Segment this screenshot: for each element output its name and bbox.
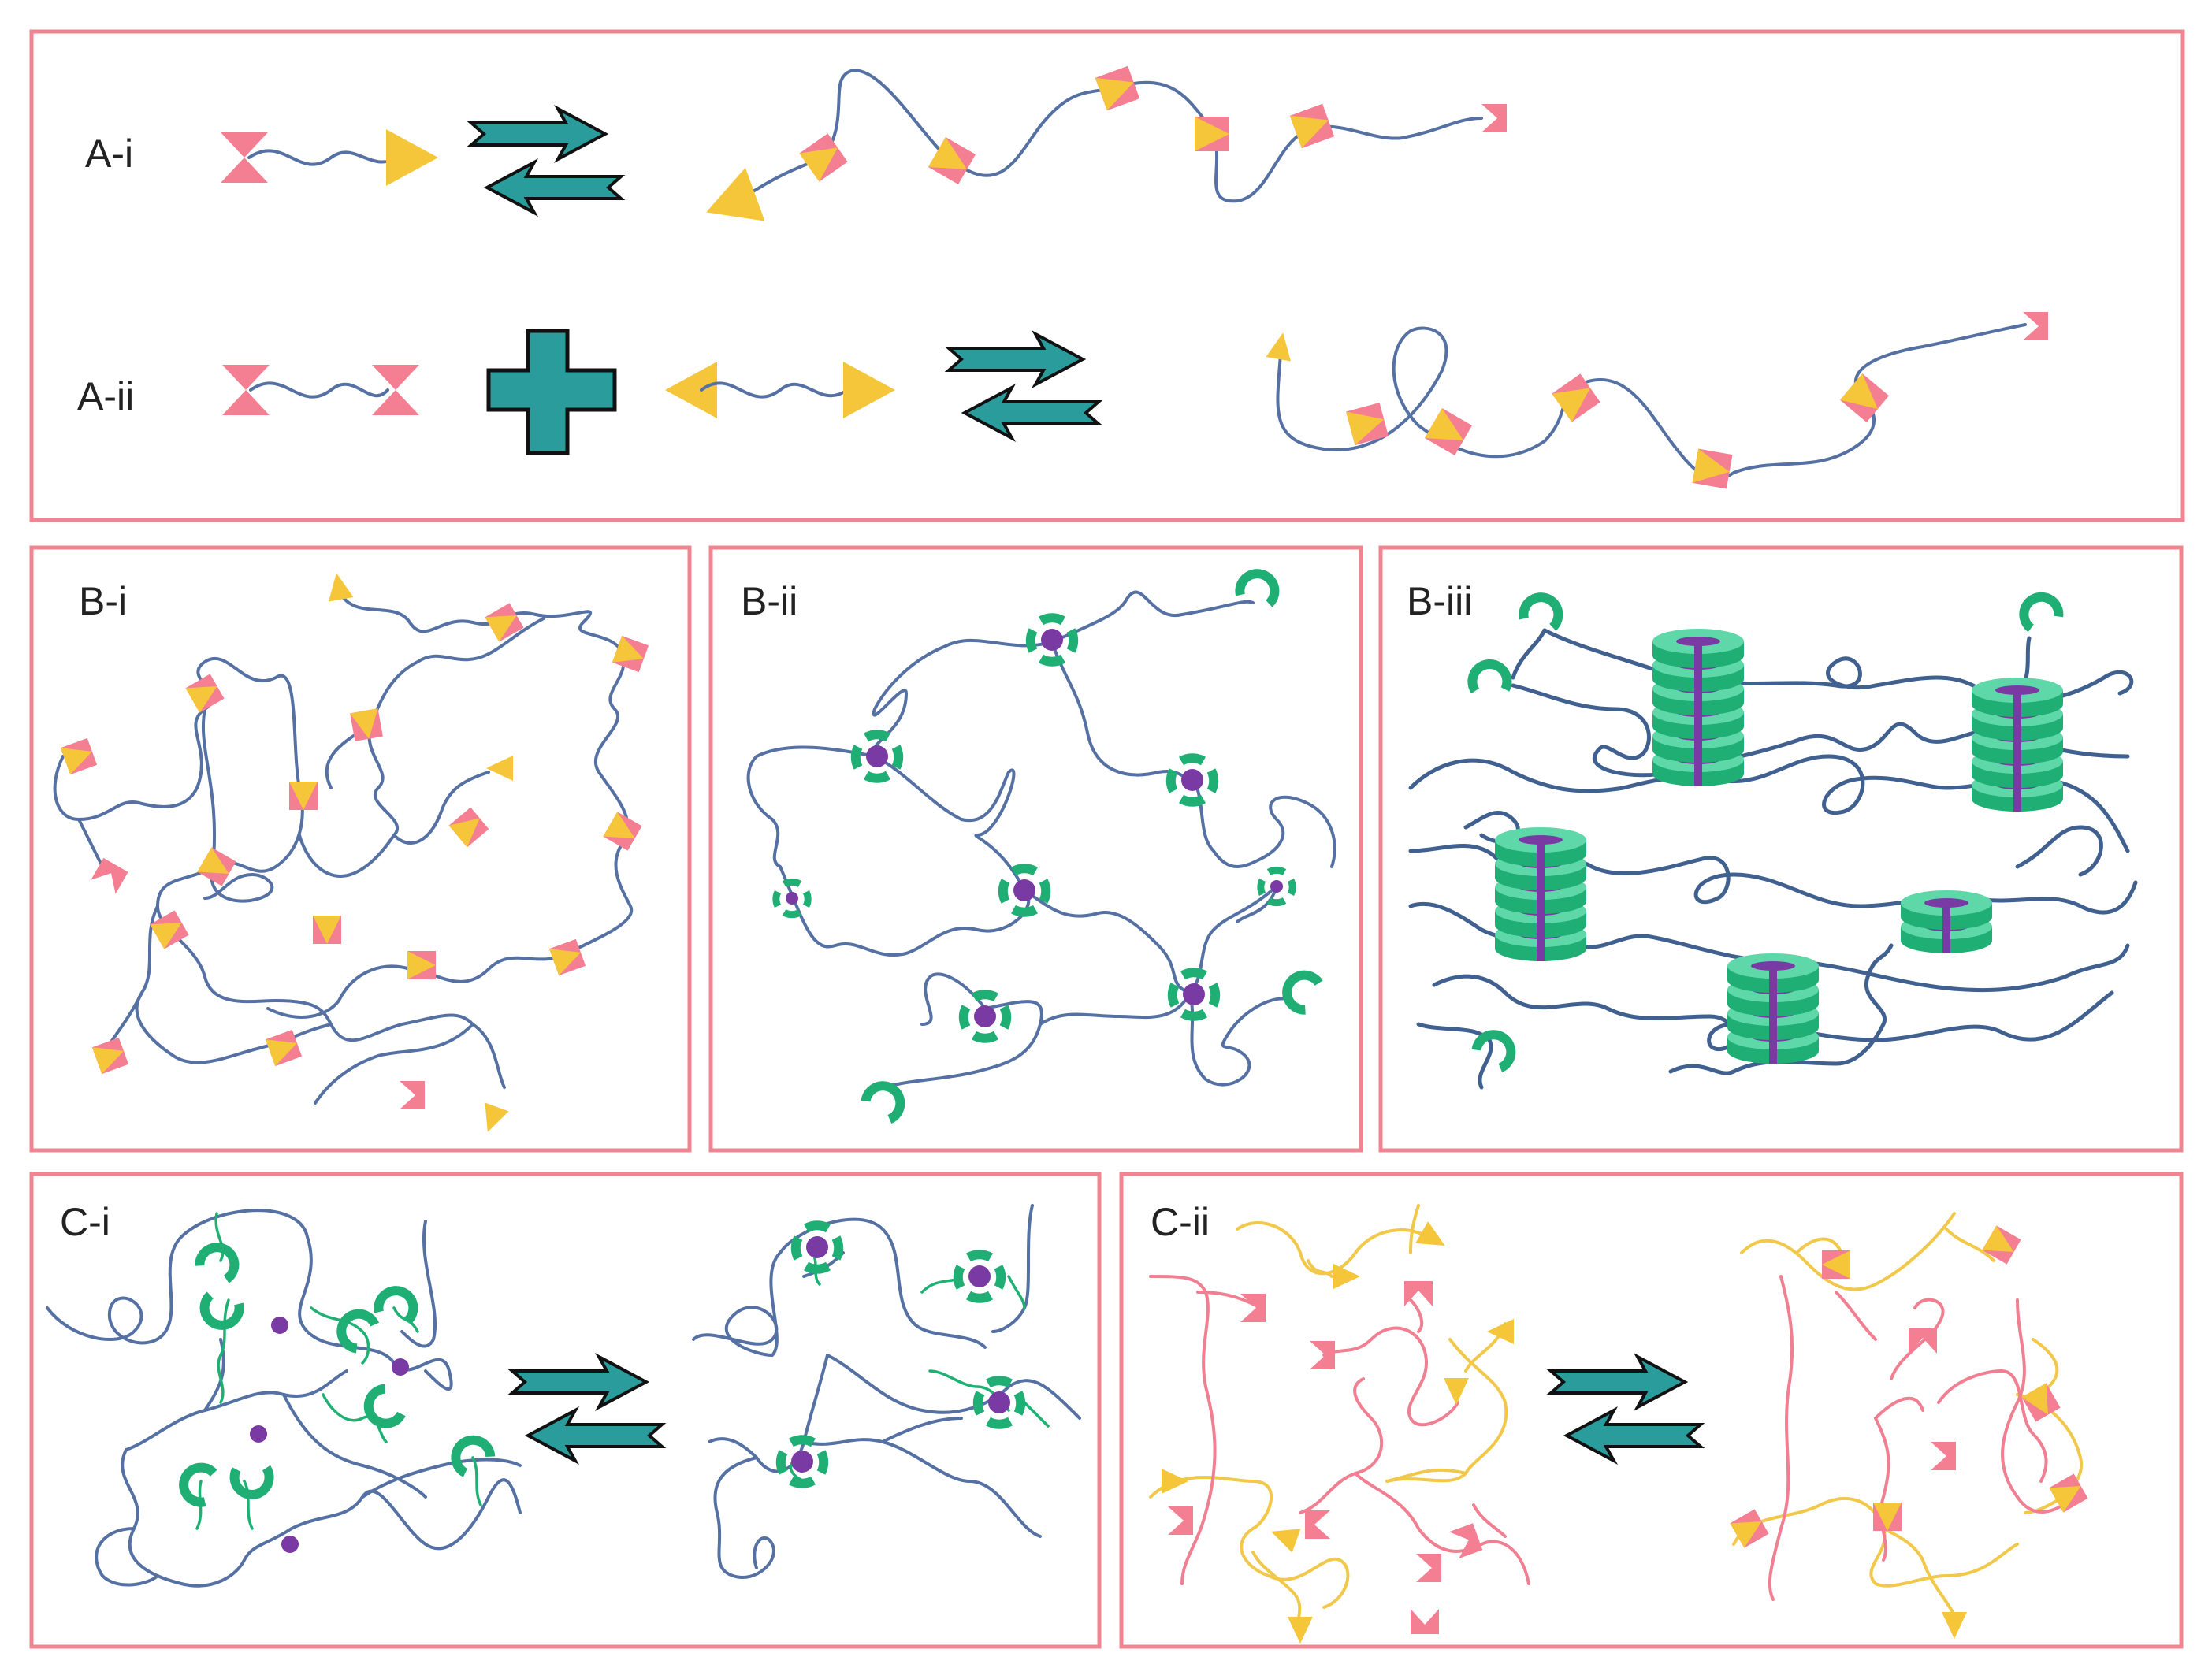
guest-dot-icon (392, 1358, 409, 1376)
label-a-i: A-i (85, 132, 133, 176)
panel-b-i: B-i (29, 545, 692, 1153)
plus-icon (486, 329, 617, 455)
disc-stack-5 (1727, 953, 1819, 1064)
label-b-ii: B-ii (741, 579, 797, 623)
guest-dot-icon (281, 1536, 299, 1553)
linked-end-group-icon (1822, 1250, 1850, 1279)
a-i-monomer (221, 129, 438, 186)
guest-dot-icon (250, 1425, 267, 1443)
panel-a: A-i A-ii (29, 29, 2185, 522)
label-b-i: B-i (79, 579, 127, 623)
label-a-ii: A-ii (77, 374, 134, 418)
panel-c-ii: C-ii (1119, 1172, 2184, 1649)
a-ii-polymer (1266, 312, 2048, 489)
disc-stack-4 (1901, 890, 1992, 953)
label-b-iii: B-iii (1407, 579, 1472, 623)
a-ii-monomer-bowtie (222, 365, 419, 415)
panel-c-i: C-i (29, 1172, 1102, 1649)
label-c-i: C-i (60, 1200, 110, 1244)
guest-dot-icon (271, 1317, 288, 1334)
panel-b-ii: B-ii (708, 545, 1363, 1153)
disc-stack-1 (1652, 629, 1744, 786)
label-c-ii: C-ii (1151, 1200, 1210, 1244)
a-ii-monomer-triangle (665, 362, 895, 418)
linked-end-group-icon (1873, 1503, 1902, 1531)
disc-stack-2 (1972, 678, 2063, 812)
a-i-polymer (696, 65, 1507, 240)
disc-stack-3 (1495, 827, 1586, 961)
panel-b-iii: B-iii (1378, 545, 2184, 1153)
